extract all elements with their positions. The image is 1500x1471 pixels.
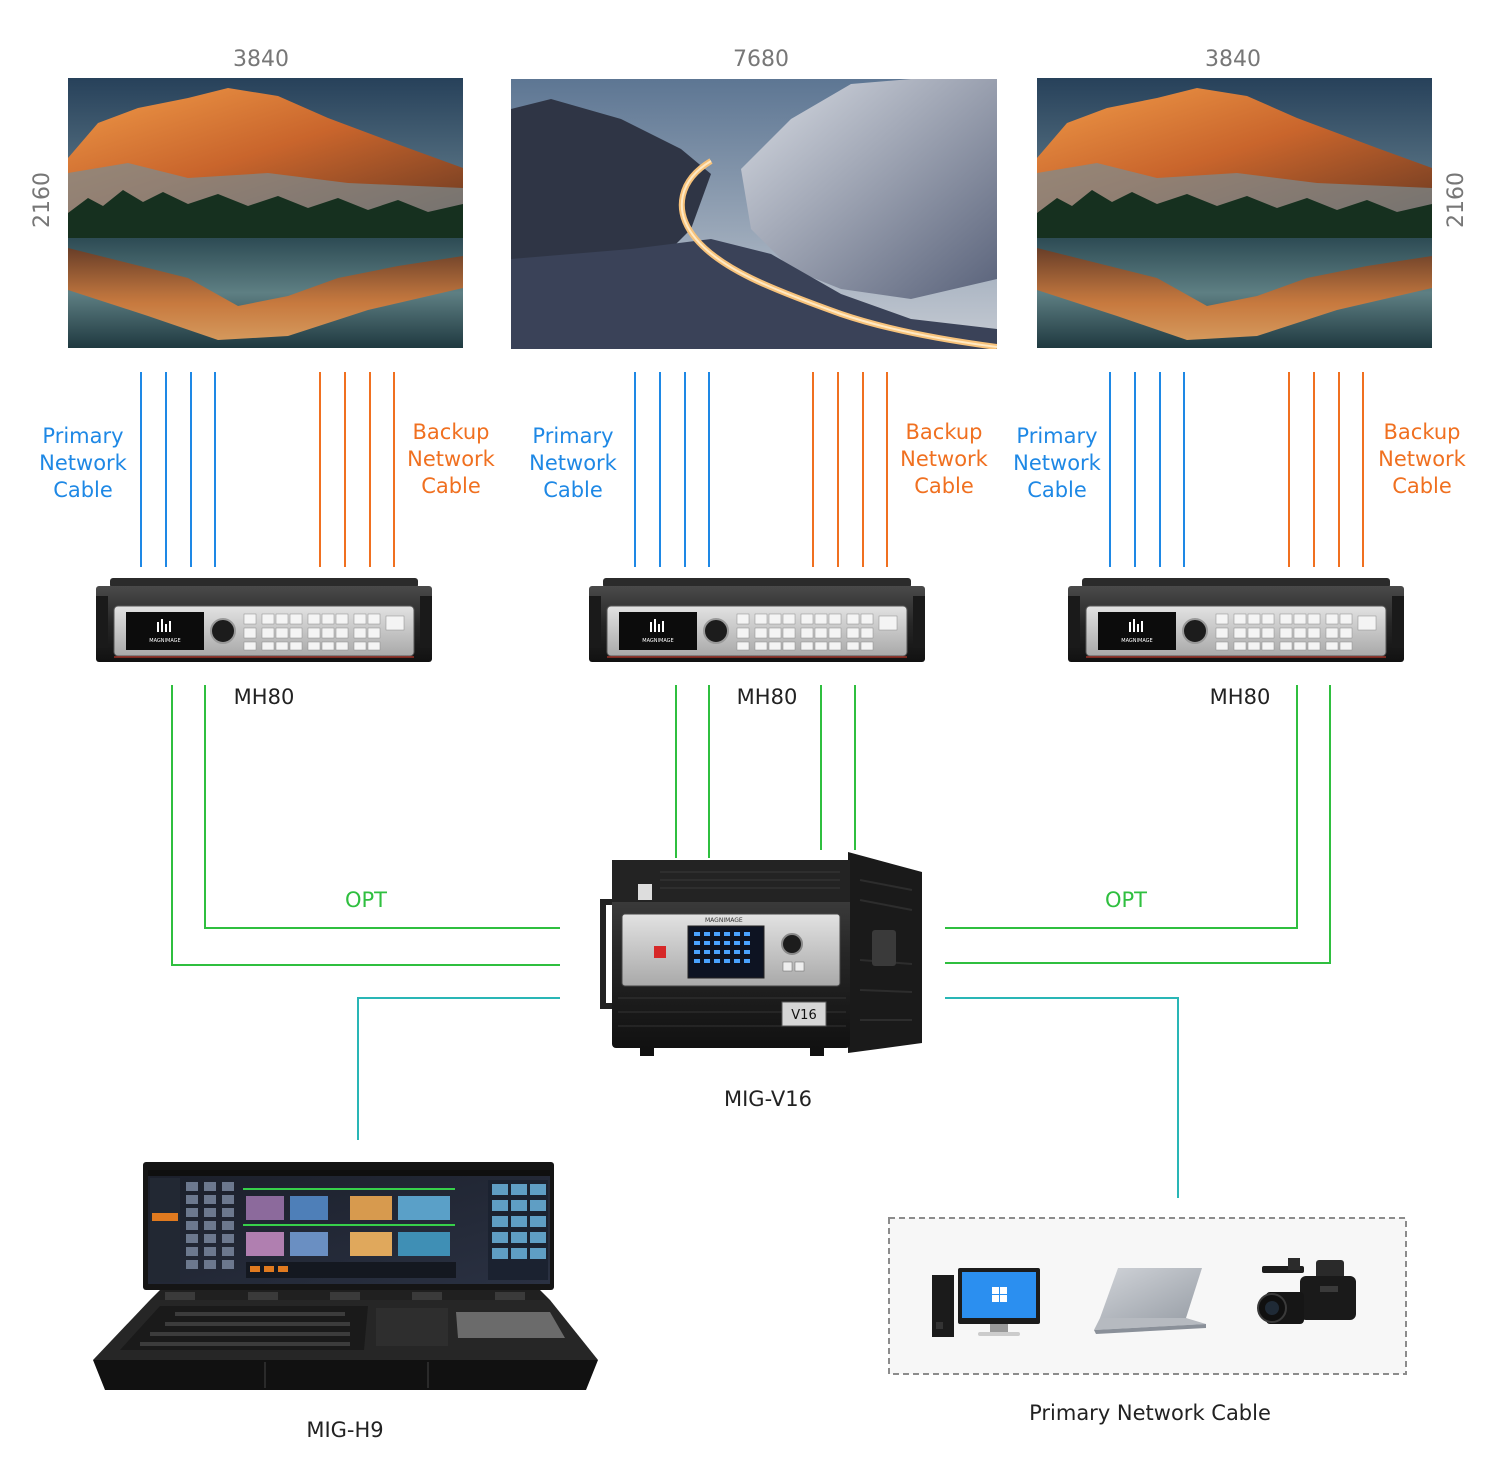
right-backup-cables: [1288, 372, 1364, 567]
right-backup-cable-label: Backup Network Cable: [1378, 420, 1467, 498]
left-primary-cables: [140, 372, 216, 567]
svg-text:Cable: Cable: [1392, 474, 1452, 498]
svg-text:Primary: Primary: [1016, 424, 1097, 448]
v16-badge: V16: [791, 1008, 816, 1023]
mh80-right-label: MH80: [1210, 685, 1271, 709]
opt-link-lines: [171, 685, 1331, 966]
opt-left-label: OPT: [345, 888, 387, 912]
left-led-screen: [68, 78, 463, 348]
center-led-screen: [511, 79, 997, 349]
svg-text:Network: Network: [1378, 447, 1467, 471]
left-screen-height-label: 2160: [30, 172, 55, 228]
right-led-screen: [1037, 78, 1432, 348]
mh80-center-label: MH80: [737, 685, 798, 709]
laptop-icon: [1094, 1268, 1206, 1334]
left-backup-cable-label: Backup Network Cable: [407, 420, 496, 498]
desktop-pc-icon: [932, 1268, 1040, 1337]
right-primary-cable-label: Primary Network Cable: [1013, 424, 1102, 502]
svg-text:MAGNIMAGE: MAGNIMAGE: [1121, 638, 1152, 644]
input-sources-box: [888, 1217, 1407, 1375]
svg-text:Cable: Cable: [421, 474, 481, 498]
left-screen-width-label: 3840: [233, 47, 289, 72]
center-backup-cable-label: Backup Network Cable: [900, 420, 989, 498]
right-screen-height-label: 2160: [1444, 172, 1469, 228]
mig-v16-label: MIG-V16: [724, 1087, 812, 1111]
right-primary-cables: [1109, 372, 1185, 567]
svg-text:Network: Network: [900, 447, 989, 471]
svg-text:Backup: Backup: [413, 420, 490, 444]
center-primary-cables: [634, 372, 710, 567]
svg-text:Primary: Primary: [42, 424, 123, 448]
svg-text:Cable: Cable: [914, 474, 974, 498]
svg-text:Backup: Backup: [1384, 420, 1461, 444]
right-screen-width-label: 3840: [1205, 47, 1261, 72]
svg-text:Network: Network: [529, 451, 618, 475]
center-screen-width-label: 7680: [733, 47, 789, 72]
mountain-lake-image: [1037, 78, 1432, 348]
mountain-lake-image: [68, 78, 463, 348]
svg-text:Network: Network: [39, 451, 128, 475]
sources-box-label: Primary Network Cable: [1029, 1401, 1271, 1425]
svg-text:Cable: Cable: [543, 478, 603, 502]
source-link-lines: [357, 997, 1179, 1198]
camcorder-icon: [1257, 1258, 1356, 1324]
night-mountain-road-image: [511, 79, 997, 349]
svg-text:MAGNIMAGE: MAGNIMAGE: [642, 638, 673, 644]
center-primary-cable-label: Primary Network Cable: [529, 424, 618, 502]
left-backup-cables: [319, 372, 395, 567]
mh80-processor-right: MAGNIMAGE: [1068, 578, 1404, 662]
mig-h9-label: MIG-H9: [306, 1418, 383, 1442]
svg-text:Network: Network: [1013, 451, 1102, 475]
mh80-left-label: MH80: [234, 685, 295, 709]
center-backup-cables: [812, 372, 888, 567]
svg-text:Cable: Cable: [53, 478, 113, 502]
mh80-processor-center: MAGNIMAGE: [589, 578, 925, 662]
opt-right-label: OPT: [1105, 888, 1147, 912]
mig-v16-switcher: MAGNIMAGE V16: [600, 852, 922, 1056]
svg-text:Cable: Cable: [1027, 478, 1087, 502]
svg-text:MAGNIMAGE: MAGNIMAGE: [705, 917, 743, 924]
svg-text:Network: Network: [407, 447, 496, 471]
left-primary-cable-label: Primary Network Cable: [39, 424, 128, 502]
mh80-processor-left: MAGNIMAGE: [96, 578, 432, 662]
svg-text:Backup: Backup: [906, 420, 983, 444]
svg-text:Primary: Primary: [532, 424, 613, 448]
mig-h9-console: [93, 1162, 598, 1390]
svg-text:MAGNIMAGE: MAGNIMAGE: [149, 638, 180, 644]
